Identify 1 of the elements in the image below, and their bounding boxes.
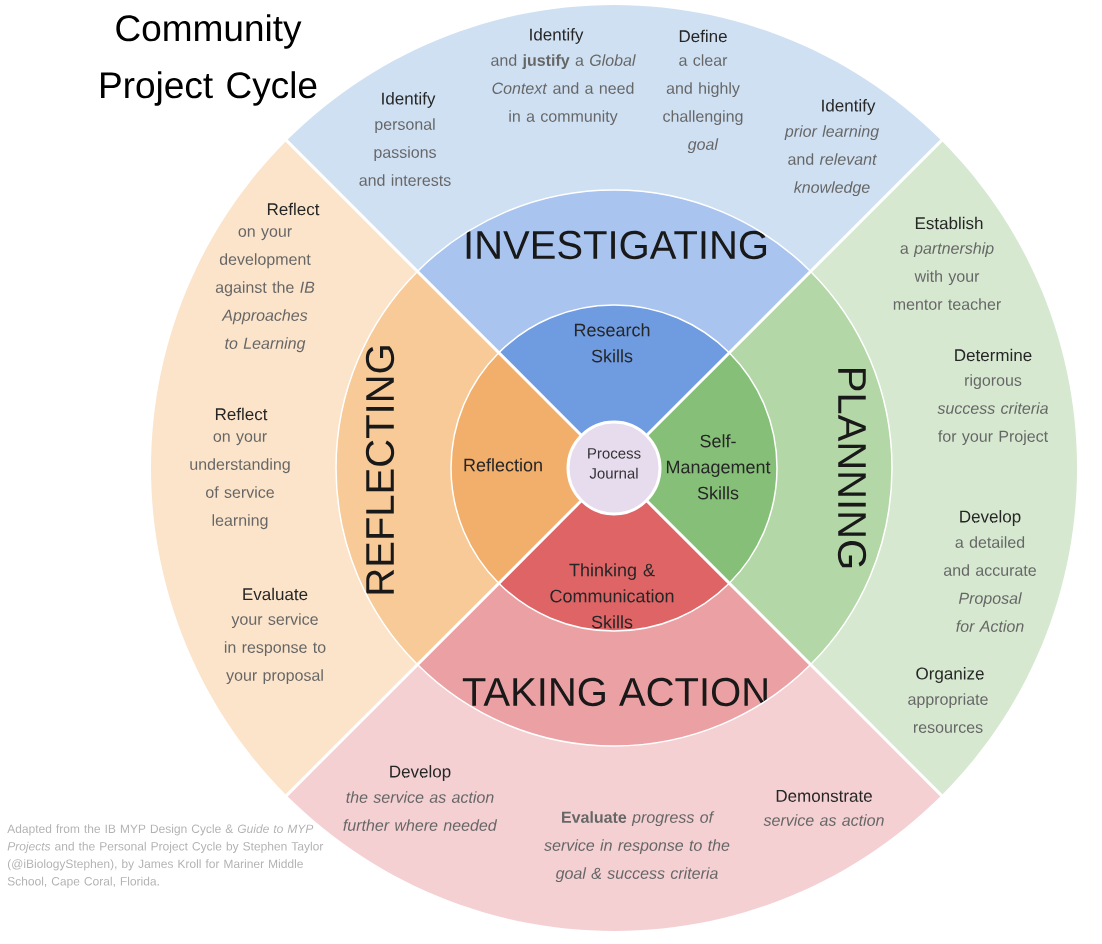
skill-segment: Thinking & Communication Skills	[498, 500, 730, 631]
